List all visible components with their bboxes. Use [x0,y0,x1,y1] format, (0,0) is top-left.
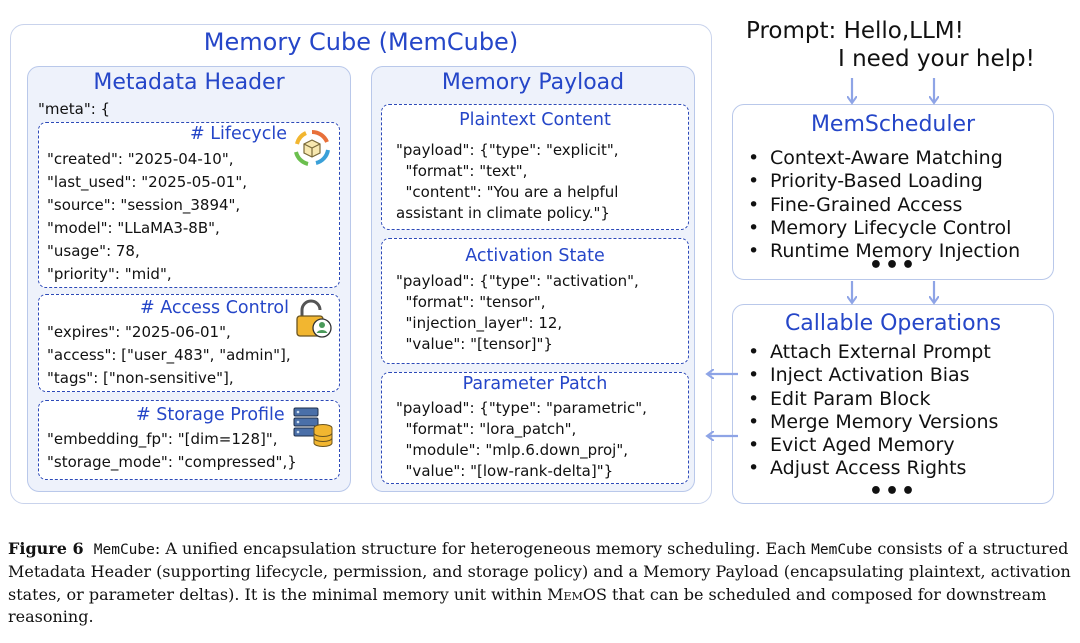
caption-label: Figure 6 [8,539,84,558]
callable-operations-title: Callable Operations [784,311,1002,336]
meta-open: "meta": { [38,100,111,118]
activation-line-4: "value": "[tensor]"} [396,335,553,353]
memory-payload-title: Memory Payload [441,70,625,95]
activation-box [381,238,689,364]
lifecycle-line-4: "model": "LLaMA3-8B", [47,219,220,237]
storage-line-1: "embedding_fp": "[dim=128]", [47,430,278,448]
activation-title: Activation State [465,246,605,266]
access-control-box [38,294,340,392]
operation-item: Merge Memory Versions [748,411,998,435]
lifecycle-title: # Lifecycle [190,124,287,144]
parameter-box [381,372,689,484]
callable-operations-more: ••• [868,479,918,504]
parameter-line-1: "payload": {"type": "parametric", [396,399,647,417]
memscheduler-item: Context-Aware Matching [748,147,1020,171]
figure-caption: Figure 6 MemCube: A unified encapsulatio… [8,538,1074,629]
padlock-user-icon [292,298,334,340]
plaintext-line-4: assistant in climate policy."} [396,204,610,222]
parameter-title: Parameter Patch [462,374,608,394]
operation-item: Attach External Prompt [748,341,998,365]
access-line-3: "tags": ["non-sensitive"], [47,369,234,387]
access-control-title: # Access Control [140,298,289,318]
memscheduler-item: Fine-Grained Access [748,194,1020,218]
memscheduler-item: Memory Lifecycle Control [748,217,1020,241]
plaintext-line-3: "content": "You are a helpful [396,183,619,201]
lifecycle-line-3: "source": "session_3894", [47,196,241,214]
recycle-cube-icon [292,128,332,168]
database-server-icon [292,406,334,448]
caption-name-2: MemCube [811,542,873,558]
caption-text-2: consists of a structured Metadata Header… [8,539,1071,604]
plaintext-title: Plaintext Content [459,110,611,130]
operation-item: Adjust Access Rights [748,457,998,481]
activation-line-1: "payload": {"type": "activation", [396,272,639,290]
lifecycle-line-5: "usage": 78, [47,242,140,260]
operation-item: Evict Aged Memory [748,434,998,458]
operation-item: Inject Activation Bias [748,364,998,388]
memscheduler-list: Context-Aware Matching Priority-Based Lo… [748,147,1020,264]
plaintext-line-1: "payload": {"type": "explicit", [396,141,619,159]
lifecycle-line-6: "priority": "mid", [47,265,172,283]
lifecycle-line-1: "created": "2025-04-10", [47,150,234,168]
lifecycle-box [38,122,340,288]
plaintext-box [381,104,689,230]
plaintext-line-2: "format": "text", [396,162,528,180]
activation-line-2: "format": "tensor", [396,293,546,311]
storage-line-2: "storage_mode": "compressed",} [47,453,297,471]
prompt-line-2: I need your help! [838,46,1035,72]
callable-operations-list: Attach External Prompt Inject Activation… [748,341,998,481]
caption-memos: MemOS [547,584,607,604]
storage-profile-box [38,400,340,480]
memscheduler-item: Priority-Based Loading [748,170,1020,194]
caption-name: MemCube [93,542,155,558]
parameter-line-4: "value": "[low-rank-delta]"} [396,462,614,480]
storage-profile-title: # Storage Profile [136,405,285,425]
memscheduler-title: MemScheduler [810,112,976,137]
caption-text-1: : A unified encapsulation structure for … [154,539,812,558]
memscheduler-item: Runtime Memory Injection [748,240,1020,264]
operation-item: Edit Param Block [748,388,998,412]
metadata-header-title: Metadata Header [93,70,285,95]
access-line-2: "access": ["user_483", "admin"], [47,346,291,364]
memcube-title: Memory Cube (MemCube) [203,28,519,56]
parameter-line-2: "format": "lora_patch", [396,420,577,438]
caption-text-3: that can be scheduled and composed for d… [8,584,1047,627]
access-line-1: "expires": "2025-06-01", [47,323,231,341]
prompt-line-1: Prompt: Hello,LLM! [746,18,964,44]
memscheduler-more: ••• [868,253,918,278]
parameter-line-3: "module": "mlp.6.down_proj", [396,441,628,459]
lifecycle-line-2: "last_used": "2025-05-01", [47,173,247,191]
activation-line-3: "injection_layer": 12, [396,314,563,332]
